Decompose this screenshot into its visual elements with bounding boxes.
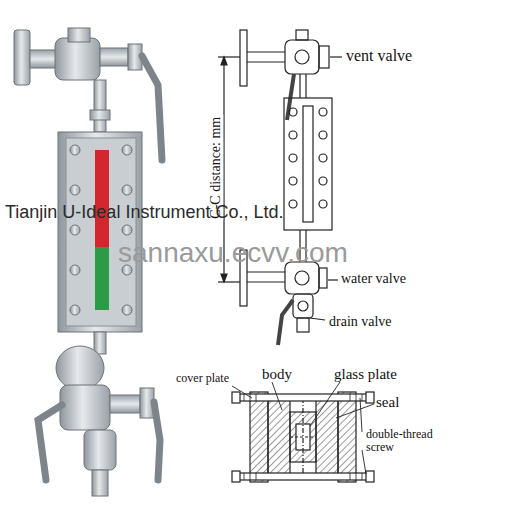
- part-label: cover plate: [176, 372, 229, 385]
- watermark: sannaxu.ecvv.com: [118, 238, 348, 269]
- part-label: body: [262, 366, 292, 383]
- part-label: vent valve: [346, 47, 412, 65]
- cross-section: [232, 382, 374, 482]
- watermark: Tianjin U-Ideal Instrument Co., Ltd.: [5, 203, 283, 223]
- part-label: drain valve: [329, 314, 392, 329]
- part-label: glass plate: [334, 366, 397, 383]
- part-label: seal: [376, 394, 399, 411]
- part-label: double-thread screw: [364, 428, 448, 454]
- gauge-drawing: [218, 30, 342, 345]
- part-label: water valve: [341, 271, 406, 286]
